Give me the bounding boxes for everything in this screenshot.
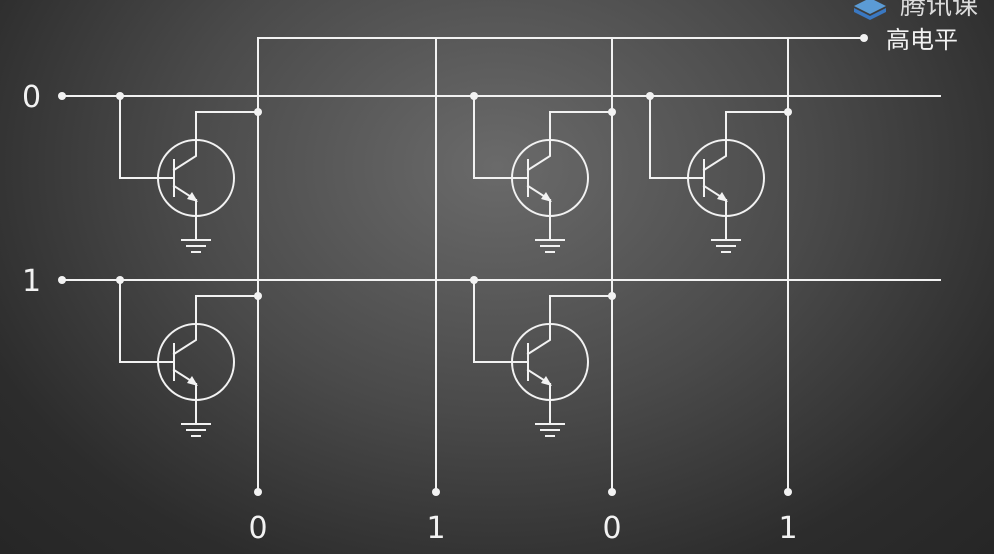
bit-line-column-3 — [784, 37, 792, 496]
collector-wire — [172, 111, 259, 172]
collector-wire — [526, 295, 613, 356]
gate-wire — [473, 95, 529, 179]
column-2-terminal — [608, 488, 616, 496]
transistor-cell-r0-c0 — [116, 92, 262, 253]
column-0-label: 0 — [248, 511, 267, 546]
column-3-terminal — [784, 488, 792, 496]
row-1-terminal — [58, 276, 66, 284]
column-1-terminal — [432, 488, 440, 496]
gate-wire — [649, 95, 705, 179]
watermark-brand-text: 腾讯课 — [900, 0, 978, 21]
transistor-cell-r0-c2 — [470, 92, 616, 253]
collector-wire — [526, 111, 613, 172]
transistor-cell-r1-c2 — [470, 276, 616, 437]
transistor-cell-r1-c0 — [116, 276, 262, 437]
row-1-label: 1 — [22, 264, 41, 299]
column-2-label: 0 — [602, 511, 621, 546]
gate-wire — [119, 279, 175, 363]
gate-wire — [473, 279, 529, 363]
word-line-row-0 — [58, 92, 941, 100]
word-line-row-1 — [58, 276, 941, 284]
collector-wire — [172, 295, 259, 356]
high-level-rail — [257, 34, 868, 42]
column-3-label: 1 — [778, 511, 797, 546]
column-1-label: 1 — [426, 511, 445, 546]
high-level-terminal — [860, 34, 868, 42]
bit-line-column-2 — [608, 37, 616, 496]
bit-line-column-1 — [432, 37, 440, 496]
bit-line-column-0 — [254, 37, 262, 496]
collector-wire — [702, 111, 789, 172]
row-0-terminal — [58, 92, 66, 100]
layered-diamond-logo-icon — [854, 0, 886, 20]
column-0-terminal — [254, 488, 262, 496]
row-0-label: 0 — [22, 80, 41, 115]
gate-wire — [119, 95, 175, 179]
transistor-cells — [116, 92, 792, 437]
high-level-label: 高电平 — [886, 26, 958, 54]
transistor-cell-r0-c3 — [646, 92, 792, 253]
